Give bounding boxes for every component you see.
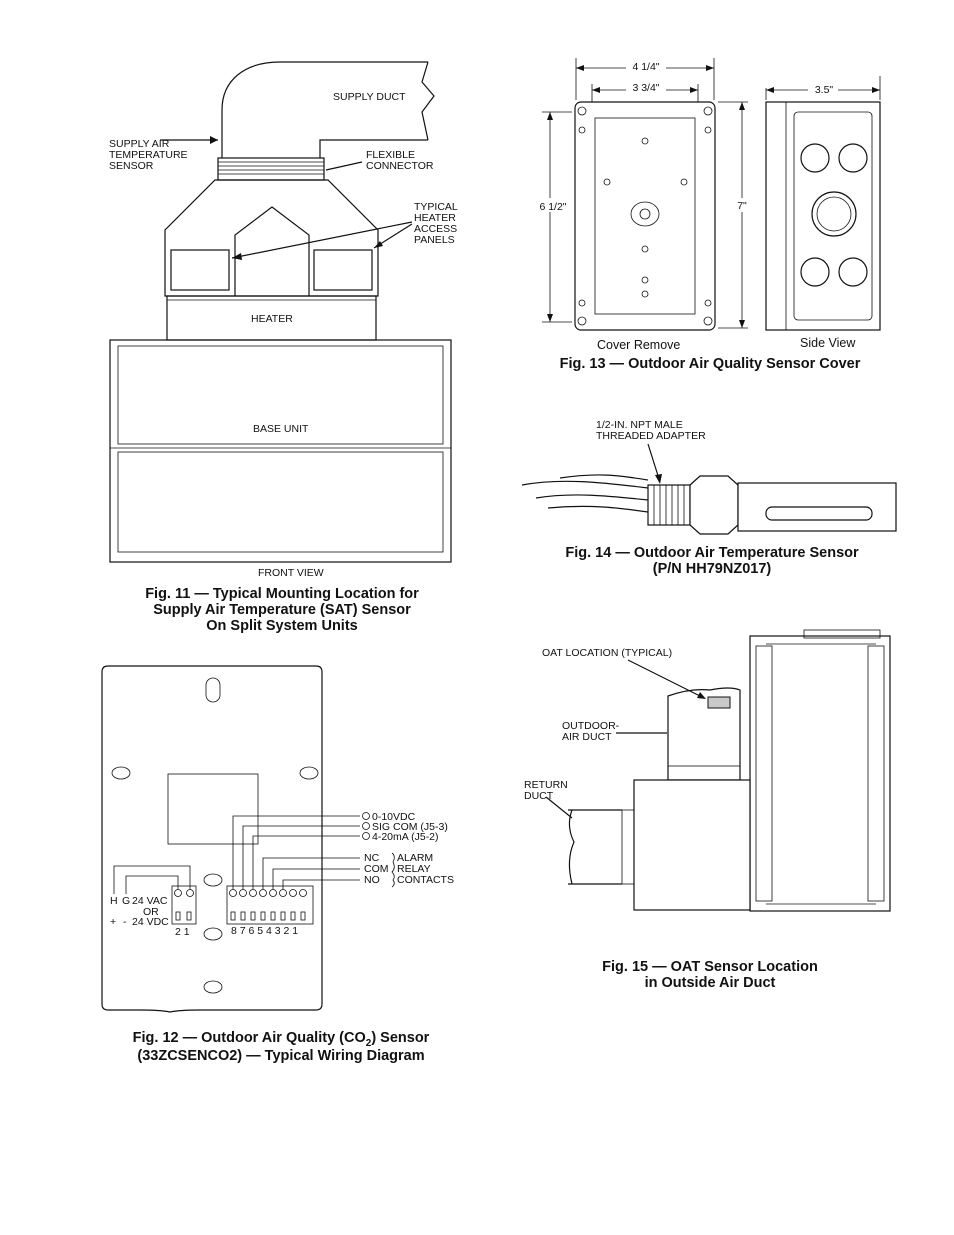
fig11-label-flex-2: CONNECTOR — [366, 160, 434, 172]
label-contacts: CONTACTS — [397, 874, 454, 886]
fig15-label-ret-2: DUCT — [524, 790, 554, 802]
fig15-label-ret-1: RETURN — [524, 779, 568, 791]
sensor-hex-nut — [689, 475, 739, 535]
fig11-caption-1: Fig. 11 — Typical Mounting Location for — [145, 586, 419, 602]
cover-side — [765, 101, 881, 331]
return-duct-box — [633, 779, 751, 911]
fig13-label-cover: Cover Remove — [597, 338, 680, 352]
dim-height-inner: 6 1/2" — [539, 201, 566, 213]
fig13-label-side: Side View — [800, 336, 856, 350]
fig11-label-panels-4: PANELS — [414, 234, 455, 246]
label-or: OR — [143, 906, 159, 918]
label-plus: + — [110, 916, 116, 928]
fig13-caption: Fig. 13 — Outdoor Air Quality Sensor Cov… — [560, 356, 861, 372]
label-010vdc: 0-10VDC — [372, 811, 416, 823]
fig11-label-sat-1: SUPPLY AIR — [109, 138, 170, 150]
label-sigcom: SIG COM (J5-3) — [372, 821, 448, 833]
fig11-label-panels-2: HEATER — [414, 212, 456, 224]
dim-height-outer: 7" — [737, 200, 747, 212]
sensor-backplate — [101, 665, 323, 1013]
fig15-caption-1: Fig. 15 — OAT Sensor Location — [602, 959, 818, 975]
label-420ma: 4-20mA (J5-2) — [372, 831, 439, 843]
label-minus: - — [123, 916, 127, 928]
fig15-oat-location: OAT LOCATION (TYPICAL) OUTDOOR- AIR DUCT… — [524, 629, 891, 991]
fig11-label-base: BASE UNIT — [253, 423, 309, 435]
fig11-label-supply-duct: SUPPLY DUCT — [333, 91, 406, 103]
fig11-label-sat-3: SENSOR — [109, 160, 154, 172]
sensor-module — [167, 773, 259, 845]
fig11-label-heater: HEATER — [251, 313, 293, 325]
fig14-label-adapter-2: THREADED ADAPTER — [596, 430, 706, 442]
fig12-wiring-diagram: 0-10VDC SIG COM (J5-3) 4-20mA (J5-2) NC … — [101, 665, 454, 1064]
fig12-caption-1: Fig. 12 — Outdoor Air Quality (CO2) Sens… — [133, 1030, 430, 1049]
dim-width-outer: 4 1/4" — [632, 61, 659, 73]
fig14-caption-2: (P/N HH79NZ017) — [653, 561, 772, 577]
base-unit — [109, 339, 452, 563]
label-24vac: 24 VAC — [132, 895, 168, 907]
fig11-label-view: FRONT VIEW — [258, 567, 324, 579]
outdoor-air-duct — [667, 687, 741, 781]
label-g: G — [122, 895, 130, 907]
access-panel-right — [313, 249, 373, 291]
fig11-caption-3: On Split System Units — [206, 618, 357, 634]
threaded-adapter — [647, 484, 691, 526]
fig14-caption-1: Fig. 14 — Outdoor Air Temperature Sensor — [565, 545, 859, 561]
label-terminal-8: 8 7 6 5 4 3 2 1 — [231, 925, 298, 937]
label-alarm: ALARM — [397, 852, 433, 864]
fig11-label-panels-1: TYPICAL — [414, 201, 458, 213]
fig11-label-flex-1: FLEXIBLE — [366, 149, 415, 161]
fig11-caption-2: Supply Air Temperature (SAT) Sensor — [153, 602, 411, 618]
access-panel-left — [170, 249, 230, 291]
label-24vdc: 24 VDC — [132, 916, 169, 928]
fig15-label-oad-2: AIR DUCT — [562, 731, 612, 743]
label-nc: NC — [364, 852, 380, 864]
center-peak — [234, 206, 310, 296]
label-terminal-21: 2 1 — [175, 926, 190, 938]
cover-front — [574, 101, 716, 331]
fig15-label-oad-1: OUTDOOR- — [562, 720, 620, 732]
label-no: NO — [364, 874, 380, 886]
fig11-supply-air-diagram: SUPPLY DUCT SUPPLY AIR TEMPERATURE SENSO… — [109, 61, 458, 634]
dim-depth: 3.5" — [815, 84, 834, 96]
fig14-oat-sensor: 1/2-IN. NPT MALE THREADED ADAPTER Fig. 1… — [521, 419, 897, 577]
power-terminal — [171, 885, 197, 925]
supply-duct — [221, 61, 435, 158]
fig11-label-sat-2: TEMPERATURE — [109, 149, 188, 161]
unit-cabinet — [749, 635, 891, 912]
fig11-label-panels-3: ACCESS — [414, 223, 457, 235]
heater-plenum — [164, 179, 379, 297]
return-duct — [568, 809, 622, 885]
fig15-caption-2: in Outside Air Duct — [645, 975, 776, 991]
flexible-connector — [217, 157, 325, 181]
label-com: COM — [364, 863, 389, 875]
fig12-caption-2: (33ZCSENCO2) — Typical Wiring Diagram — [137, 1048, 424, 1064]
fig13-sensor-cover: 4 1/4" 3 3/4" 6 1/2" 7" — [534, 58, 881, 372]
fig15-label-oat: OAT LOCATION (TYPICAL) — [542, 647, 672, 659]
label-relay: RELAY — [397, 863, 431, 875]
signal-terminal — [226, 885, 314, 925]
label-h: H — [110, 895, 118, 907]
dim-width-inner: 3 3/4" — [632, 82, 659, 94]
fig14-label-adapter-1: 1/2-IN. NPT MALE — [596, 419, 683, 431]
